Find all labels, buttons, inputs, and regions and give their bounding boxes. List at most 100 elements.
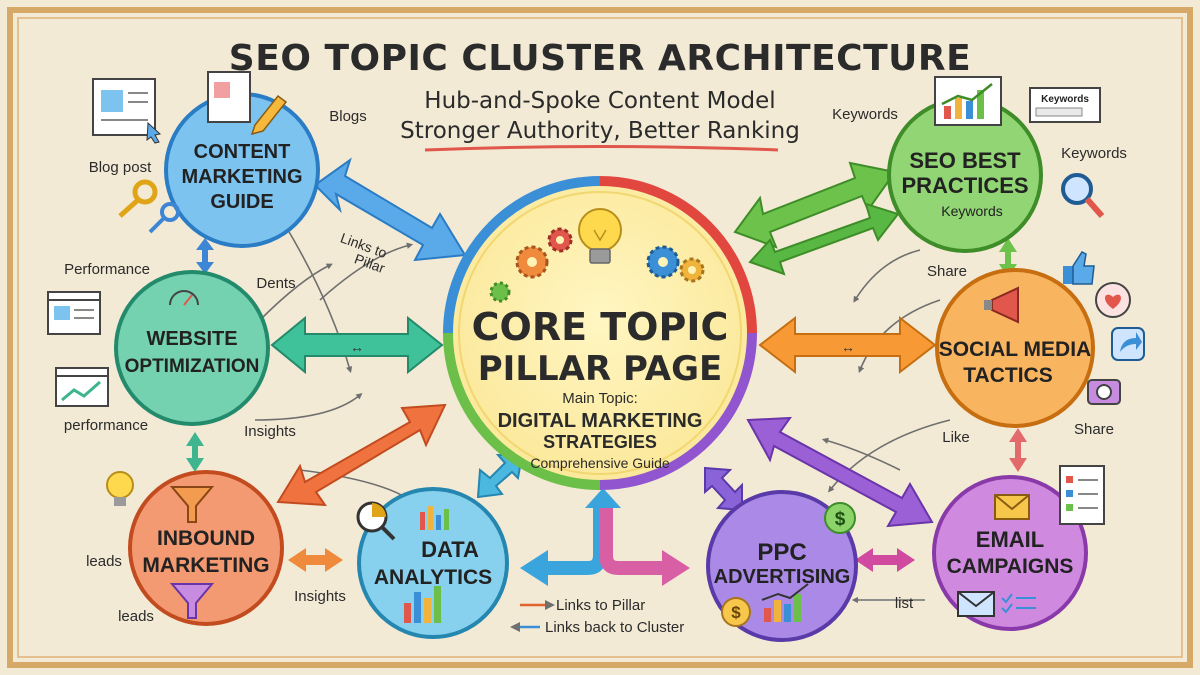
pillar-topic-line-2: STRATEGIES (543, 432, 657, 452)
pillar-heading-line-2: PILLAR PAGE (478, 349, 722, 389)
pillar-ring-segment (599, 332, 757, 490)
dollar-symbol: $ (835, 509, 846, 530)
gear-icon (679, 257, 705, 283)
browser-window-icon (47, 291, 101, 335)
pillar-page-node: CORE TOPIC PILLAR PAGE Main Topic: DIGIT… (443, 176, 757, 490)
checklist-icon (1001, 593, 1036, 614)
megaphone-icon (984, 286, 1019, 324)
gear-icon (646, 245, 680, 279)
cluster-node-social-media: SOCIAL MEDIA TACTICS (935, 268, 1095, 428)
annotation-share: Share (1074, 421, 1114, 438)
share-icon (1111, 327, 1145, 361)
cluster-label-line-1: DATA (421, 537, 479, 562)
cluster-label-line-2: ANALYTICS (374, 566, 492, 589)
cluster-node-inbound-marketing: INBOUND MARKETING (128, 470, 284, 626)
cluster-label-line-3: GUIDE (210, 191, 273, 213)
legend-item-links-back: Links back to Cluster (545, 619, 684, 636)
page-frame-inner (17, 17, 1183, 658)
cluster-label-line-2: ADVERTISING (714, 566, 851, 588)
annotation-insights: Insights (244, 423, 296, 440)
gauge-icon (169, 290, 199, 306)
checklist-icon (1059, 465, 1105, 525)
subtitle-underline (424, 145, 779, 152)
bar-chart-icon (420, 506, 449, 530)
pillar-topic-line-1: DIGITAL MARKETING (498, 410, 703, 432)
pillar-ring-segment (443, 176, 601, 334)
annotation-performance: performance (64, 417, 148, 434)
arrow-glyph: ↔ (841, 339, 855, 355)
dollar-coin-icon: $ (824, 502, 856, 534)
cluster-label-line-2: TACTICS (963, 364, 1052, 387)
spoke-arrow-seo-best (733, 161, 900, 276)
annotation-leads: leads (118, 608, 154, 625)
cluster-label-line-2: OPTIMIZATION (125, 356, 260, 377)
diagram-title: SEO TOPIC CLUSTER ARCHITECTURE (228, 38, 972, 79)
pillar-caption: Comprehensive Guide (530, 455, 670, 471)
cluster-node-data-analytics: DATA ANALYTICS (357, 487, 509, 639)
connector-line (254, 392, 363, 421)
cluster-label-line-1: WEBSITE (146, 328, 237, 350)
cluster-label-line-2: MARKETING (142, 554, 269, 577)
bar-chart-icon (404, 586, 441, 623)
envelope-icon (957, 591, 995, 617)
spoke-arrow-email (746, 416, 934, 528)
gear-icon (547, 227, 573, 253)
annotation-blog-post: Blog post (89, 159, 152, 176)
annotation-list: list (895, 595, 914, 612)
annotation-blogs: Blogs (329, 108, 367, 125)
diagram-subtitle-line-1: Hub-and-Spoke Content Model (424, 88, 776, 114)
dollar-symbol: $ (731, 603, 741, 622)
magnifier-icon (356, 501, 396, 541)
gear-icon (489, 281, 511, 303)
cluster-label-line-2: MARKETING (181, 166, 302, 188)
document-icon (92, 78, 162, 144)
diagram-subtitle-line-2: Stronger Authority, Better Ranking (400, 118, 800, 144)
connector-line (858, 299, 941, 373)
envelope-icon (994, 494, 1030, 520)
cluster-link-arrows (186, 238, 1027, 572)
cluster-label-line-1: SEO BEST (909, 148, 1021, 173)
bar-chart-icon (934, 76, 1002, 126)
camera-icon (1087, 379, 1121, 405)
cluster-node-content-marketing: CONTENT MARKETING GUIDE (164, 92, 320, 248)
annotation-keywords: Keywords (1061, 145, 1127, 162)
cluster-sub-label: Keywords (941, 203, 1002, 219)
bar-chart-icon (761, 583, 809, 622)
spoke-arrow-inbound-marketing (276, 403, 447, 507)
annotation-leads: leads (86, 553, 122, 570)
cluster-label-line-1: SOCIAL MEDIA (939, 338, 1091, 361)
lightbulb-icon (578, 208, 622, 264)
spoke-arrows: ↔ ↔ (186, 157, 1027, 586)
fork-arrow (520, 488, 690, 586)
annotation-insights: Insights (294, 588, 346, 605)
gear-icon (515, 245, 549, 279)
spoke-arrow-social-media: ↔ (758, 315, 937, 375)
spoke-arrow-ppc (704, 466, 743, 512)
connector-line (259, 263, 333, 321)
cluster-label-line-1: INBOUND (157, 527, 255, 550)
browser-window-icon (55, 367, 109, 407)
cluster-label-line-2: CAMPAIGNS (947, 555, 1074, 578)
funnel-icon (169, 486, 215, 523)
annotation-dents: Dents (256, 275, 295, 292)
dollar-coin-icon: $ (721, 597, 751, 627)
pillar-main-topic-label: Main Topic: (562, 390, 638, 407)
arrow-glyph: ↔ (350, 339, 364, 355)
heart-icon (1095, 282, 1131, 318)
cluster-label-line-1: EMAIL (976, 527, 1044, 552)
spoke-arrow-content-marketing (313, 157, 467, 262)
legend: Links to Pillar Links back to Cluster (510, 597, 684, 636)
annotation-keywords: Keywords (832, 106, 898, 123)
browser-window-icon: Keywords (1029, 87, 1101, 123)
connector-line (821, 437, 901, 471)
cluster-label-line-1: CONTENT (194, 141, 291, 163)
pillar-ring-segment (599, 176, 757, 334)
annotation-performance: Performance (64, 261, 150, 278)
cluster-label-line-2: PRACTICES (901, 173, 1028, 198)
magnifier-icon (1061, 173, 1105, 218)
page-frame (7, 7, 1193, 668)
pillar-heading-line-1: CORE TOPIC (472, 305, 729, 349)
keywords-box-label: Keywords (1041, 94, 1089, 105)
cluster-node-seo-best-practices: SEO BEST PRACTICES Keywords (887, 97, 1043, 253)
